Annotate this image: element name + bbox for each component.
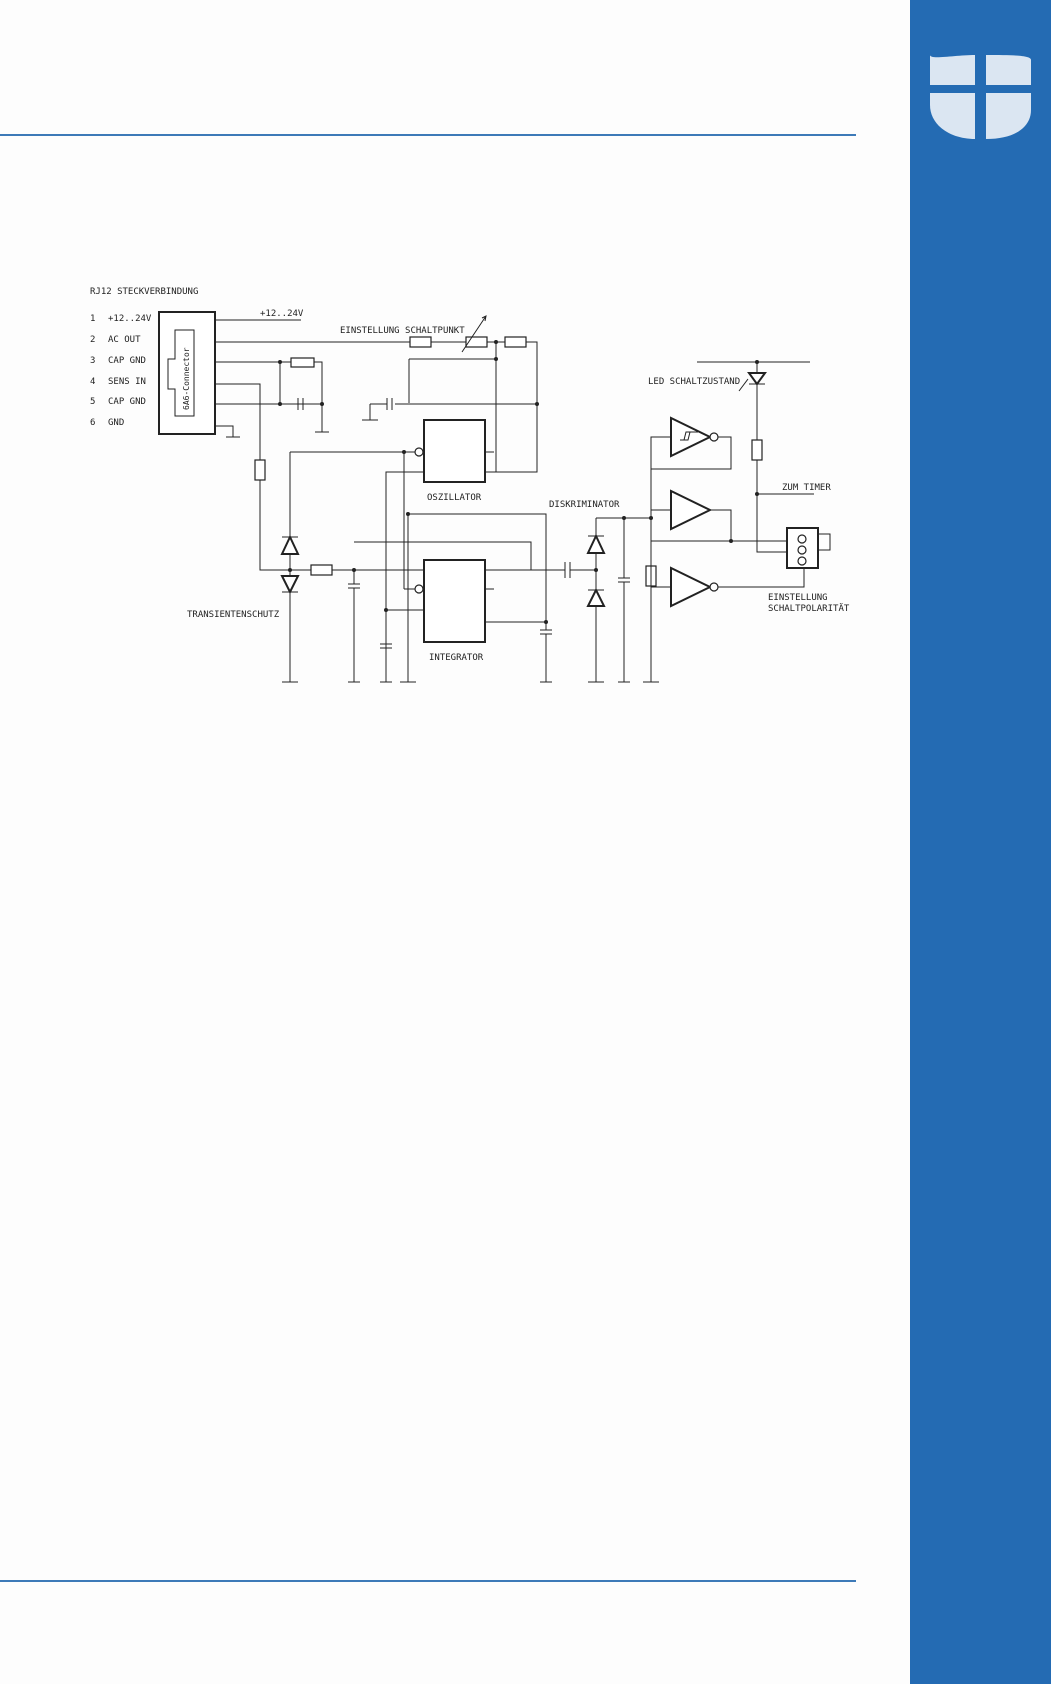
pin-3-label: CAP GND (108, 356, 146, 366)
sidebar-band (910, 0, 1051, 1684)
transient-label: TRANSIENTENSCHUTZ (187, 610, 280, 620)
pin-5-num: 5 (90, 397, 95, 407)
resistor-threshold-1 (409, 336, 432, 348)
logo-part-top-right (986, 55, 1031, 85)
resistor-input (310, 564, 333, 576)
output-stage (650, 416, 805, 608)
circuit-schematic: RJ12 STECKVERBINDUNG 1 +12..24V 2 AC OUT… (86, 284, 856, 688)
pin-2-label: AC OUT (108, 335, 141, 345)
header-rule (0, 134, 856, 136)
schmitt-trigger-1 (670, 416, 713, 458)
transient-protection (254, 452, 528, 683)
resistor-threshold-2 (504, 336, 527, 348)
led-network (697, 360, 814, 553)
diode-transient-2 (280, 575, 300, 595)
capacitor-capgnd (297, 398, 304, 410)
led-rays (738, 378, 749, 392)
polarity-label-line2: SCHALTPOLARITÄT (768, 603, 850, 614)
company-logo (930, 55, 1031, 139)
pin-4-label: SENS IN (108, 377, 146, 387)
cap-gnd-network (278, 357, 329, 433)
capacitor-osc (386, 398, 393, 410)
pin-4-num: 4 (90, 377, 95, 387)
timer-label: ZUM TIMER (782, 483, 831, 493)
threshold-network (362, 315, 539, 473)
inverter-3 (670, 566, 713, 608)
oscillator-label: OSZILLATOR (427, 493, 482, 503)
potentiometer-threshold (465, 336, 488, 348)
pin-list: 1 +12..24V 2 AC OUT 3 CAP GND 4 SENS IN … (90, 314, 152, 428)
pin-5-label: CAP GND (108, 397, 146, 407)
polarity-jumper (786, 527, 831, 569)
inverter-2 (670, 489, 713, 531)
supply-label: +12..24V (260, 309, 304, 319)
pin-1-num: 1 (90, 314, 95, 324)
footer-rule (0, 1580, 856, 1582)
schmitt-symbol (680, 431, 698, 441)
oscillator-block (423, 419, 486, 483)
resistor-sens (254, 459, 266, 481)
discriminator-label: DISKRIMINATOR (549, 500, 620, 510)
discriminator-network (528, 436, 671, 683)
polarity-label-line1: EINSTELLUNG (768, 593, 828, 603)
diode-discriminator-2 (586, 587, 606, 607)
threshold-label: EINSTELLUNG SCHALTPUNKT (340, 326, 465, 336)
connector-label: 6A6-Connector (182, 347, 191, 410)
logo-part-top-left (930, 55, 975, 85)
pin-6-num: 6 (90, 418, 95, 428)
pot-arrow (461, 315, 487, 353)
diode-discriminator-1 (586, 533, 606, 554)
connector-inner-outline (167, 329, 195, 417)
integrator-label: INTEGRATOR (429, 653, 484, 663)
logo-part-bottom-right (986, 93, 1031, 139)
integrator-block (423, 559, 486, 643)
resistor-capgnd (290, 357, 315, 368)
logo-part-bottom-left (930, 93, 975, 139)
pin-6-label: GND (108, 418, 124, 428)
pin-1-label: +12..24V (108, 314, 152, 324)
pin-2-num: 2 (90, 335, 95, 345)
led-label: LED SCHALTZUSTAND (648, 377, 740, 387)
led-diode (747, 372, 767, 386)
schematic-svg: RJ12 STECKVERBINDUNG 1 +12..24V 2 AC OUT… (90, 287, 850, 683)
capacitor-coupling (564, 562, 571, 578)
connector-wires (215, 319, 520, 460)
pin-3-num: 3 (90, 356, 95, 366)
resistor-led (751, 439, 763, 461)
integrator-network (348, 512, 552, 683)
diode-transient-1 (280, 534, 300, 555)
rj12-header: RJ12 STECKVERBINDUNG (90, 287, 198, 297)
